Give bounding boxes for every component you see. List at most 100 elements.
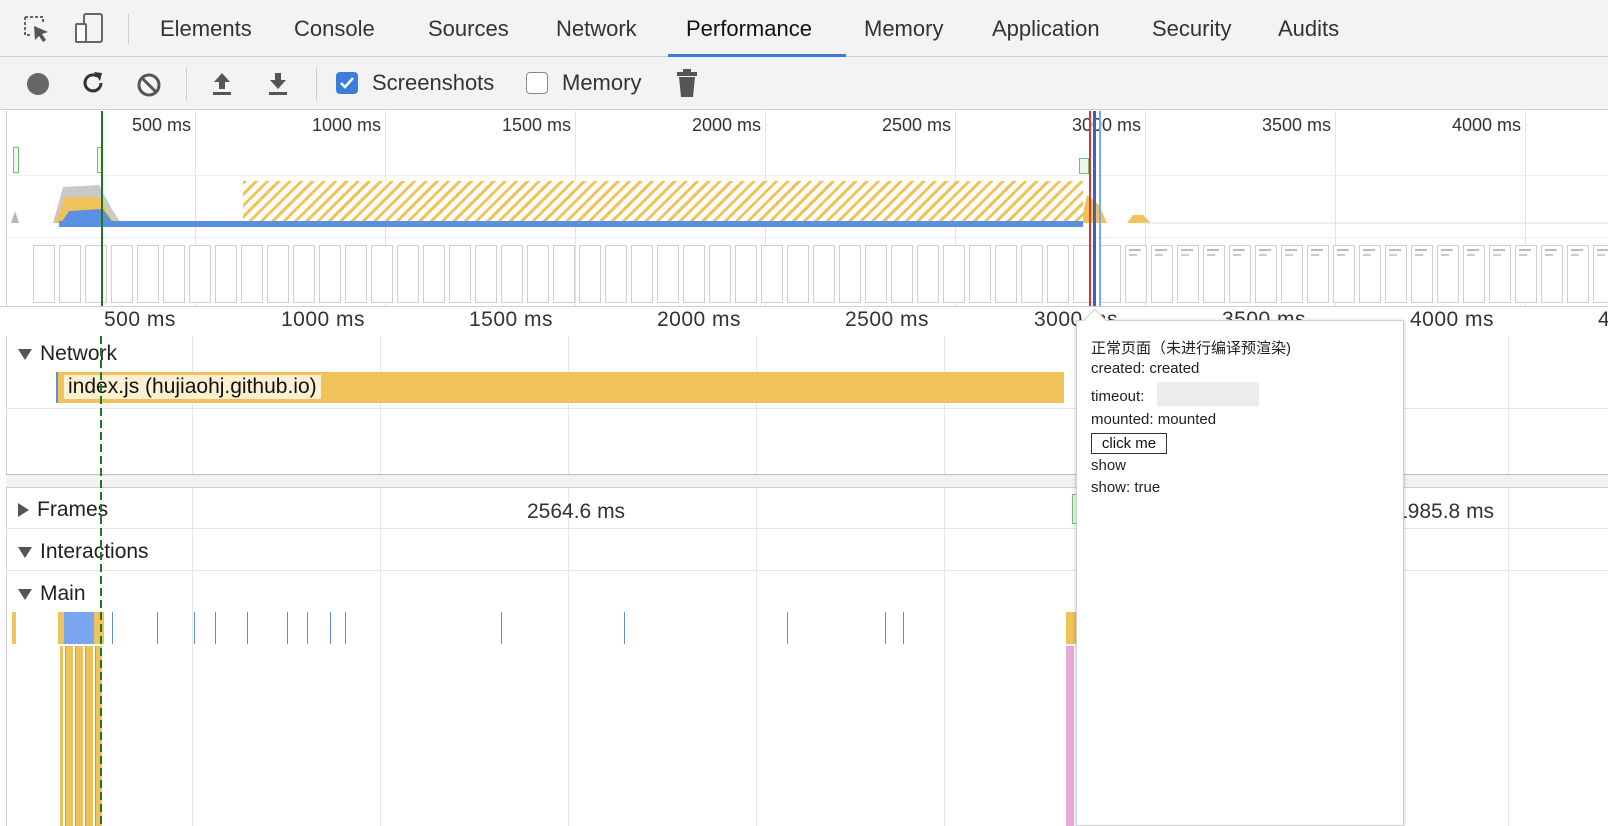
main-task-tick[interactable] (501, 612, 502, 644)
main-track-header[interactable]: Main (18, 582, 86, 606)
main-task-tick[interactable] (885, 612, 886, 644)
screenshot-thumbnail[interactable] (1359, 245, 1381, 303)
screenshot-thumbnail[interactable] (423, 245, 445, 303)
screenshot-thumbnail[interactable] (1463, 245, 1485, 303)
screenshot-thumbnail[interactable] (241, 245, 263, 303)
screenshot-thumbnail[interactable] (1541, 245, 1563, 303)
flame-task[interactable] (94, 612, 104, 644)
main-task-tick[interactable] (287, 612, 288, 644)
main-task-tick[interactable] (112, 612, 113, 644)
screenshot-thumbnail[interactable] (59, 245, 81, 303)
main-task-tick[interactable] (903, 612, 904, 644)
screenshot-thumbnail[interactable] (709, 245, 731, 303)
flame-task[interactable] (64, 612, 94, 644)
screenshot-thumbnail[interactable] (969, 245, 991, 303)
tab-audits[interactable]: Audits (1278, 16, 1340, 41)
screenshot-thumbnail[interactable] (1151, 245, 1173, 303)
main-task-tick[interactable] (787, 612, 788, 644)
screenshot-thumbnail[interactable] (1281, 245, 1303, 303)
screenshot-thumbnail[interactable] (33, 245, 55, 303)
screenshot-thumbnail[interactable] (527, 245, 549, 303)
screenshot-thumbnail[interactable] (215, 245, 237, 303)
screenshot-thumbnail[interactable] (475, 245, 497, 303)
screenshot-thumbnail[interactable] (1203, 245, 1225, 303)
screenshot-thumbnail[interactable] (1125, 245, 1147, 303)
interactions-track-header[interactable]: Interactions (18, 540, 149, 564)
network-track-header[interactable]: Network (18, 342, 117, 366)
screenshot-thumbnail[interactable] (1515, 245, 1537, 303)
screenshot-thumbnail[interactable] (735, 245, 757, 303)
flame-task[interactable] (58, 612, 64, 644)
screenshot-thumbnail[interactable] (865, 245, 887, 303)
trash-icon[interactable] (676, 68, 698, 98)
screenshot-thumbnail[interactable] (1593, 245, 1608, 303)
screenshot-thumbnail[interactable] (1567, 245, 1589, 303)
tab-console[interactable]: Console (294, 16, 375, 41)
main-task-tick[interactable] (345, 612, 346, 644)
screenshot-thumbnail[interactable] (267, 245, 289, 303)
upload-icon[interactable] (210, 70, 234, 96)
screenshot-thumbnail[interactable] (1021, 245, 1043, 303)
screenshot-thumbnail[interactable] (891, 245, 913, 303)
screenshot-thumbnail[interactable] (1099, 245, 1121, 303)
main-task-tick[interactable] (215, 612, 216, 644)
tab-sources[interactable]: Sources (428, 16, 509, 41)
download-icon[interactable] (266, 70, 290, 96)
screenshot-thumbnail[interactable] (137, 245, 159, 303)
reload-icon[interactable] (80, 70, 106, 96)
tab-memory[interactable]: Memory (864, 16, 944, 41)
screenshot-thumbnail[interactable] (1047, 245, 1069, 303)
screenshot-thumbnail[interactable] (1437, 245, 1459, 303)
screenshot-thumbnail[interactable] (813, 245, 835, 303)
selection-cursor[interactable] (1093, 111, 1096, 306)
screenshot-thumbnail[interactable] (189, 245, 211, 303)
screenshot-thumbnail[interactable] (501, 245, 523, 303)
tab-security[interactable]: Security (1152, 16, 1232, 41)
screenshot-thumbnail[interactable] (657, 245, 679, 303)
main-task-tick[interactable] (330, 612, 331, 644)
screenshot-thumbnail[interactable] (943, 245, 965, 303)
record-icon[interactable] (26, 72, 50, 96)
tab-network[interactable]: Network (556, 16, 637, 41)
tab-performance[interactable]: Performance (686, 16, 812, 41)
screenshot-thumbnail[interactable] (787, 245, 809, 303)
screenshot-thumbnail[interactable] (397, 245, 419, 303)
screenshot-thumbnail[interactable] (761, 245, 783, 303)
device-toolbar-icon[interactable] (74, 12, 106, 46)
screenshot-thumbnail[interactable] (1177, 245, 1199, 303)
screenshot-thumbnail[interactable] (917, 245, 939, 303)
screenshot-thumbnail[interactable] (449, 245, 471, 303)
screenshot-thumbnail[interactable] (579, 245, 601, 303)
inspect-element-icon[interactable] (22, 14, 52, 44)
main-task-tick[interactable] (157, 612, 158, 644)
screenshot-thumbnail[interactable] (1385, 245, 1407, 303)
screenshots-checkbox[interactable] (336, 72, 358, 94)
screenshot-thumbnail[interactable] (1333, 245, 1355, 303)
main-task-tick[interactable] (247, 612, 248, 644)
screenshot-thumbnail[interactable] (1073, 245, 1095, 303)
main-task-tick[interactable] (624, 612, 625, 644)
timeline-overview[interactable]: 500 ms 1000 ms 1500 ms 2000 ms 2500 ms 3… (6, 111, 1608, 306)
tab-elements[interactable]: Elements (160, 16, 252, 41)
screenshot-thumbnail[interactable] (1255, 245, 1277, 303)
screenshot-thumbnail[interactable] (631, 245, 653, 303)
flame-task[interactable] (12, 612, 16, 644)
screenshot-thumbnail[interactable] (605, 245, 627, 303)
screenshot-thumbnail[interactable] (553, 245, 575, 303)
screenshot-thumbnail[interactable] (293, 245, 315, 303)
main-task-tick[interactable] (194, 612, 195, 644)
screenshot-thumbnail[interactable] (1307, 245, 1329, 303)
screenshot-thumbnail[interactable] (1489, 245, 1511, 303)
main-task-tick[interactable] (307, 612, 308, 644)
frames-track-header[interactable]: Frames (18, 498, 108, 522)
screenshot-thumbnail[interactable] (1411, 245, 1433, 303)
screenshot-thumbnail[interactable] (319, 245, 341, 303)
screenshot-thumbnail[interactable] (85, 245, 107, 303)
screenshot-thumbnail[interactable] (345, 245, 367, 303)
screenshot-thumbnail[interactable] (163, 245, 185, 303)
flame-task[interactable] (1066, 612, 1076, 644)
screenshot-thumbnail[interactable] (839, 245, 861, 303)
screenshot-thumbnail[interactable] (371, 245, 393, 303)
screenshot-thumbnail[interactable] (111, 245, 133, 303)
tab-application[interactable]: Application (992, 16, 1100, 41)
